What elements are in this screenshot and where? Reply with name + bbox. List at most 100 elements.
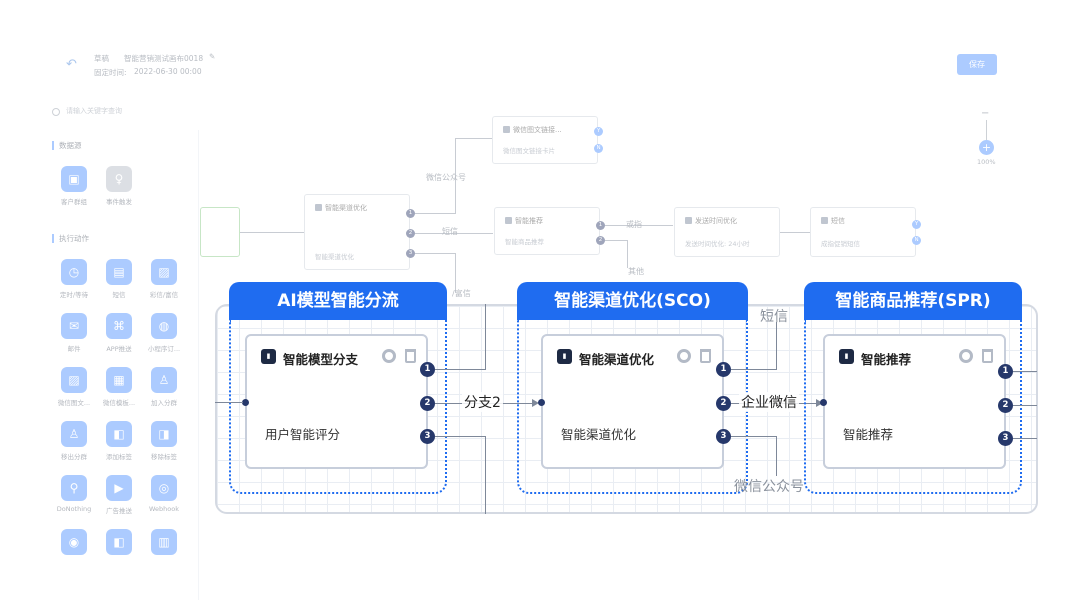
webhook-icon: ◎: [151, 475, 177, 501]
port-3[interactable]: 3: [406, 249, 415, 258]
canvas-name[interactable]: 智能营销测试画布0018: [124, 54, 204, 63]
node-ai-model-branch[interactable]: ▮ 智能模型分支 用户智能评分: [245, 334, 428, 469]
event-trigger-icon: ♀: [106, 166, 132, 192]
port-1[interactable]: 1: [406, 209, 415, 218]
sidebar-item-chat[interactable]: ◉: [51, 529, 97, 555]
sidebar-item-mail[interactable]: ✉邮件: [51, 313, 97, 353]
node-title-text: 智能渠道优化: [579, 352, 655, 367]
sidebar-item-sms[interactable]: ▤ 短信: [96, 259, 142, 299]
zoom-in-button[interactable]: +: [979, 140, 994, 155]
tile-label: 广告推送: [106, 507, 132, 515]
search-input[interactable]: 请输入关键字查询: [52, 106, 192, 120]
canvas-node-wechat-link[interactable]: 微信图文链接... 微信图文链接卡片: [492, 116, 598, 164]
edge-label-branch2: 分支2: [462, 392, 503, 412]
canvas-node-channel[interactable]: 智能渠道优化 智能渠道优化: [304, 194, 410, 270]
gear-icon[interactable]: [382, 349, 396, 363]
output-port-3[interactable]: 3: [998, 431, 1013, 446]
canvas-node-start[interactable]: [200, 207, 240, 257]
sidebar-item-mms[interactable]: ▨彩信/富信: [141, 259, 187, 299]
edge-1: [731, 369, 776, 370]
gear-icon[interactable]: [959, 349, 973, 363]
yes-port[interactable]: Y: [912, 220, 921, 229]
sms-icon: ▤: [106, 259, 132, 285]
canvas-edge: [415, 253, 455, 254]
sidebar-item-wechat-article[interactable]: ▨微信图文...: [51, 367, 97, 407]
edge-label-other: 其他: [628, 267, 644, 276]
search-placeholder: 请输入关键字查询: [66, 107, 122, 115]
sidebar-item-add-tag[interactable]: ◧添加标签: [96, 421, 142, 461]
edge-3: [435, 436, 485, 437]
sidebar-item-app-push[interactable]: ⌘APP推送: [96, 313, 142, 353]
edge-label-wecom: 企业微信: [739, 392, 799, 412]
trash-icon[interactable]: [982, 349, 993, 363]
edit-icon[interactable]: ✎: [209, 52, 216, 61]
port-1[interactable]: 1: [596, 221, 605, 230]
yes-port[interactable]: Y: [594, 127, 603, 136]
output-port-2[interactable]: 2: [716, 396, 731, 411]
draft-status: 草稿: [94, 54, 109, 63]
trash-icon[interactable]: [405, 349, 416, 363]
zoom-out-button[interactable]: −: [981, 108, 990, 119]
sidebar-item-timer[interactable]: ◷定时/等待: [51, 259, 97, 299]
port-2[interactable]: 2: [406, 229, 415, 238]
sidebar-item-add-segment[interactable]: ♙加入分群: [141, 367, 187, 407]
output-port-1[interactable]: 1: [716, 362, 731, 377]
zoom-slider[interactable]: [986, 120, 987, 142]
no-port[interactable]: N: [912, 236, 921, 245]
canvas-node-sms[interactable]: 短信 成指促销短信: [810, 207, 916, 257]
back-icon[interactable]: ↶: [66, 57, 77, 72]
canvas-edge: [415, 233, 493, 234]
edge-label-or: 或指: [626, 220, 642, 229]
canvas-edge: [455, 253, 456, 293]
canvas-node-send-time[interactable]: 发送时间优化 发送时间优化: 24小时: [674, 207, 780, 257]
edge-1: [435, 369, 485, 370]
edge-label-rich: /富信: [452, 289, 471, 298]
sidebar-item-ad-push[interactable]: ▶广告推送: [96, 475, 142, 515]
no-port[interactable]: N: [594, 144, 603, 153]
canvas-edge: [455, 138, 492, 139]
input-port[interactable]: [242, 399, 249, 406]
sidebar-item-bookmark[interactable]: ◧: [96, 529, 142, 555]
edge-3-vertical: [776, 436, 777, 476]
input-port[interactable]: [538, 399, 545, 406]
tile-label: 添加标签: [106, 453, 132, 461]
sidebar-item-remove-segment[interactable]: ♙移出分群: [51, 421, 97, 461]
sidebar-item-webhook[interactable]: ◎ Webhook: [141, 475, 187, 513]
node-subtitle: 成指促销短信: [821, 240, 860, 248]
node-channel-optimization[interactable]: ▮ 智能渠道优化 智能渠道优化: [541, 334, 724, 469]
remove-segment-icon: ♙: [61, 421, 87, 447]
tile-label: 加入分群: [151, 399, 177, 407]
tile-label: Webhook: [148, 505, 179, 513]
gear-icon[interactable]: [677, 349, 691, 363]
edge-label-sms: 短信: [442, 227, 458, 236]
output-port-2[interactable]: 2: [420, 396, 435, 411]
trash-icon[interactable]: [700, 349, 711, 363]
node-product-recommendation[interactable]: ▮ 智能推荐 智能推荐: [823, 334, 1006, 469]
output-port-1[interactable]: 1: [998, 364, 1013, 379]
sidebar-item-wechat-template[interactable]: ▦微信模板...: [96, 367, 142, 407]
edge-incoming: [215, 402, 243, 403]
node-title: ▮ 智能模型分支: [261, 349, 358, 368]
output-port-1[interactable]: 1: [420, 362, 435, 377]
tile-label: 彩信/富信: [149, 291, 179, 299]
output-port-3[interactable]: 3: [716, 429, 731, 444]
tile-label: 微信模板...: [102, 399, 136, 407]
input-port[interactable]: [820, 399, 827, 406]
sidebar-item-customer-group[interactable]: ▣ 客户群组: [51, 166, 97, 206]
node-title: 智能推荐: [505, 216, 543, 226]
sidebar-item-do-nothing[interactable]: ⚲DoNothing: [51, 475, 97, 513]
canvas-node-recommend[interactable]: 智能推荐 智能商品推荐: [494, 207, 600, 255]
sidebar-item-remove-tag[interactable]: ◨移除标签: [141, 421, 187, 461]
save-button[interactable]: 保存: [957, 54, 997, 75]
port-2[interactable]: 2: [596, 236, 605, 245]
sidebar-item-event-trigger[interactable]: ♀ 事件触发: [96, 166, 142, 206]
sidebar-item-mini-program[interactable]: ◍小程序订...: [141, 313, 187, 353]
output-port-2[interactable]: 2: [998, 398, 1013, 413]
tile-label: 短信: [112, 291, 126, 299]
sidebar-item-calendar[interactable]: ▥: [141, 529, 187, 555]
output-port-3[interactable]: 3: [420, 429, 435, 444]
sidebar-divider: [198, 130, 199, 600]
canvas-edge: [780, 232, 810, 233]
edge-1-vertical: [776, 322, 777, 370]
